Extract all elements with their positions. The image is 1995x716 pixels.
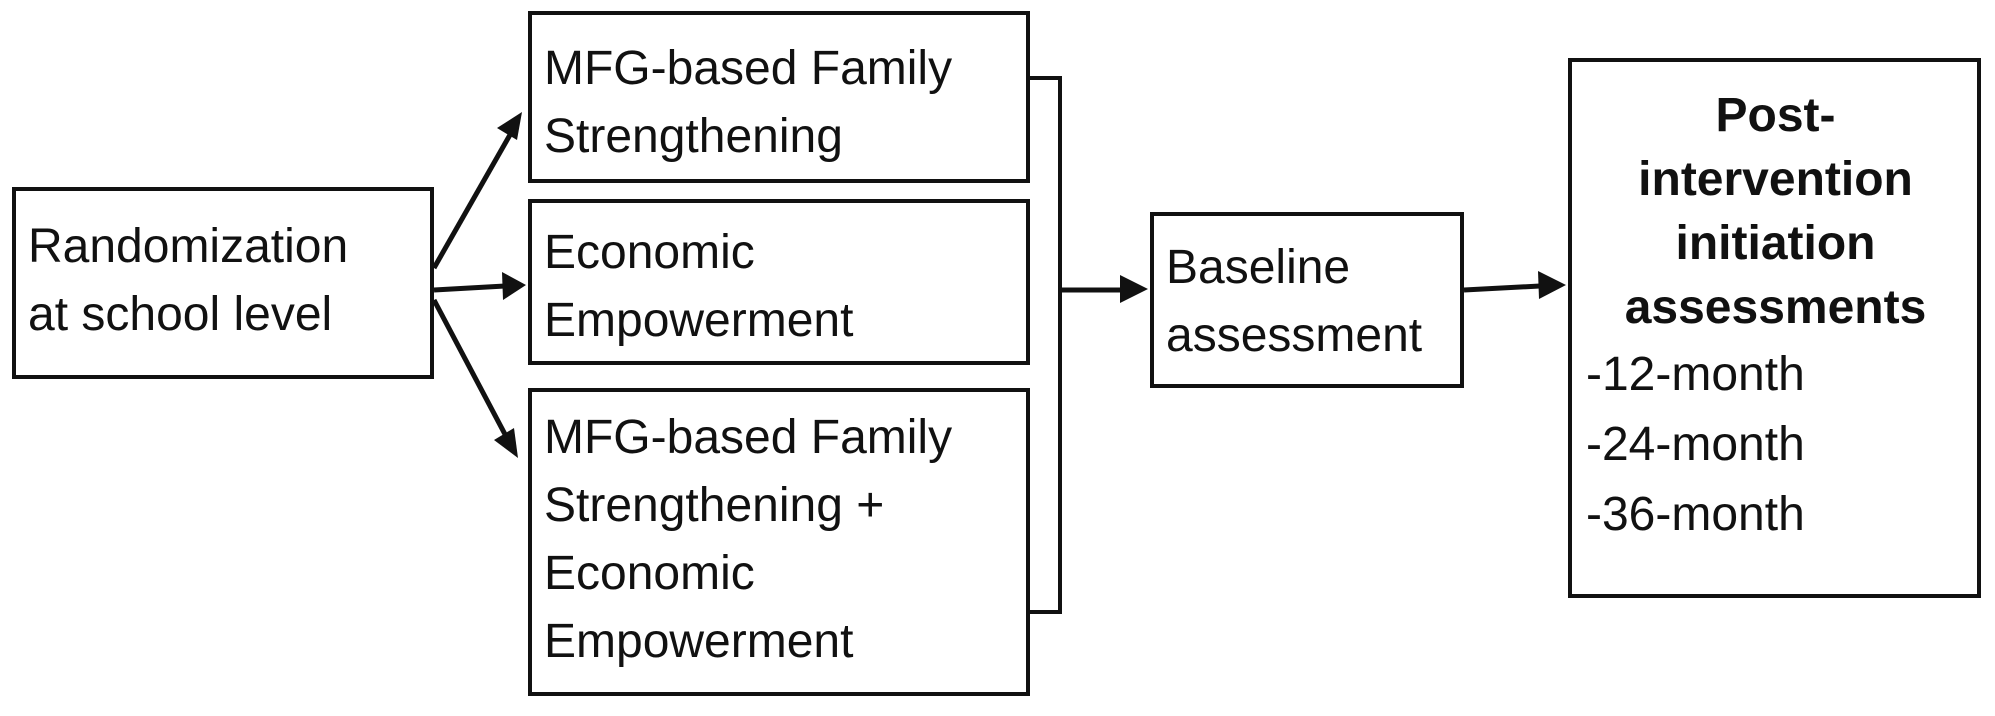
randomization-box: Randomization at school level (12, 187, 434, 379)
baseline-line-1: Baseline (1166, 241, 1351, 294)
arm-combined-line-4: Empowerment (544, 615, 854, 668)
arrowhead-to-mfg (497, 112, 522, 140)
arrow-to-combined (431, 298, 511, 442)
post-assessments-box: Post- intervention initiation assessment… (1568, 58, 1981, 598)
arm-combined-box: MFG-based Family Strengthening + Economi… (528, 388, 1030, 696)
post-title-line-4: assessments (1624, 281, 1927, 334)
post-item-12-month: -12-month (1586, 348, 1805, 401)
randomization-line-1: Randomization (28, 220, 349, 273)
arm-mfg-line-1: MFG-based Family (544, 42, 953, 95)
arrowhead-to-econ (502, 272, 526, 300)
arrowhead-to-baseline (1120, 275, 1148, 303)
arm-econ-box: Economic Empowerment (528, 199, 1030, 365)
post-item-36-month: -36-month (1586, 488, 1805, 541)
post-item-24-month: -24-month (1586, 418, 1805, 471)
arrow-to-mfg (431, 124, 518, 270)
arrowhead-to-combined (494, 428, 518, 458)
baseline-line-2: assessment (1166, 309, 1423, 362)
arm-mfg-line-2: Strengthening (544, 110, 843, 163)
arm-combined-line-3: Economic (544, 547, 755, 600)
arm-econ-line-1: Economic (544, 226, 755, 279)
arm-econ-line-2: Empowerment (544, 294, 854, 347)
arm-combined-line-2: Strengthening + (544, 479, 885, 532)
post-title-line-1: Post- (1715, 89, 1836, 142)
baseline-box: Baseline assessment (1150, 212, 1464, 388)
arms-bracket (1030, 76, 1062, 614)
arrowhead-to-post (1538, 271, 1566, 299)
arm-combined-line-1: MFG-based Family (544, 411, 953, 464)
arrow-to-post (1463, 283, 1541, 293)
randomization-line-2: at school level (28, 288, 333, 341)
post-title-line-2: intervention (1638, 153, 1913, 206)
arm-mfg-box: MFG-based Family Strengthening (528, 11, 1030, 183)
post-title-line-3: initiation (1675, 217, 1876, 270)
arrow-to-econ (433, 283, 506, 293)
